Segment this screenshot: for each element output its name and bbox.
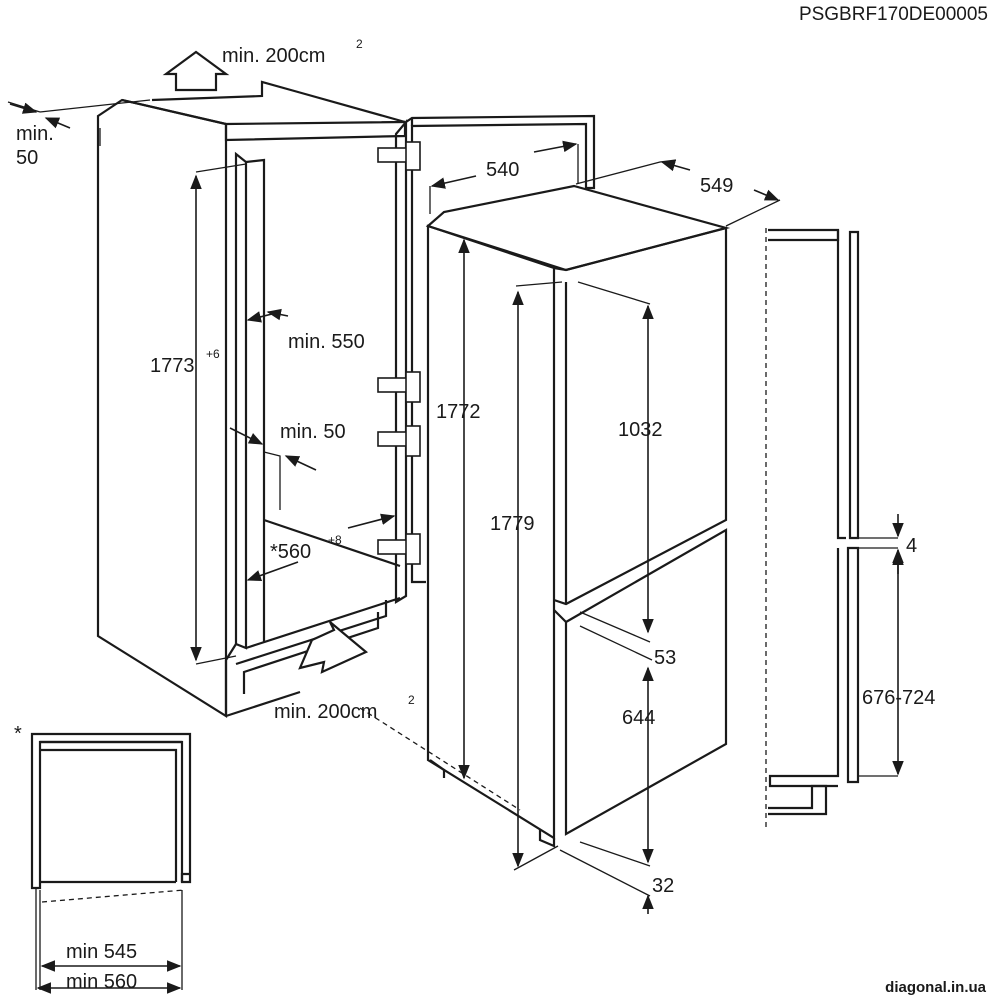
- hinges: [377, 141, 421, 565]
- cabinet-front-right-edge: [394, 118, 408, 604]
- label-depth: 549: [700, 175, 733, 197]
- cabinet-plinth-top: [235, 600, 388, 666]
- cabinet-inner-left-wall: [234, 151, 248, 650]
- label-gap-doors: 53: [654, 647, 676, 669]
- vent-top-arrow-icon: [162, 50, 230, 92]
- label-niche-gap: min. 50: [280, 421, 346, 443]
- label-vent-bottom: min. 200cm: [274, 701, 377, 723]
- label-vent-bottom-sup: 2: [408, 693, 415, 707]
- hinge-middle-lower: [377, 425, 421, 457]
- label-panel-gap: 4: [906, 535, 917, 557]
- label-gap-back-a: min.: [16, 123, 54, 145]
- watermark: diagonal.in.ua: [885, 979, 986, 996]
- label-gap-back-b: 50: [16, 147, 38, 169]
- label-width: 540: [486, 159, 519, 181]
- cabinet-top-panel: [121, 80, 406, 126]
- cabinet-inner-floor-front: [245, 596, 401, 650]
- cabinet-side-panel: [96, 98, 228, 718]
- label-vent-top: min. 200cm: [222, 45, 325, 67]
- label-fridge-door: 1032: [618, 419, 663, 441]
- labels: min. 200cm 2 min. 50 1773 +6 min. 550 mi…: [14, 37, 935, 993]
- label-vent-top-sup: 2: [356, 37, 363, 51]
- document-code: PSGBRF170DE00005: [799, 4, 988, 25]
- label-base-gap: 32: [652, 875, 674, 897]
- label-height-total: 1779: [490, 513, 535, 535]
- label-freezer-door: 644: [622, 707, 655, 729]
- fridge-door: [553, 226, 728, 606]
- appliance: [425, 184, 731, 848]
- cabinet-base-edge: [225, 690, 301, 718]
- appliance-top-face: [425, 184, 731, 272]
- dimension-lines: [9, 102, 904, 994]
- freezer-door: [564, 528, 728, 836]
- label-niche-width: *560: [270, 541, 311, 563]
- label-asterisk: *: [14, 723, 22, 745]
- label-height-body: 1772: [436, 401, 481, 423]
- label-niche-width-sup: +8: [328, 533, 342, 547]
- inset-top-view: [30, 732, 192, 990]
- label-niche-height-sup: +6: [206, 347, 220, 361]
- cabinet-inner-back-edge: [245, 158, 266, 642]
- label-min-560: min 560: [66, 971, 137, 993]
- hinge-top: [377, 141, 421, 171]
- vent-bottom-arrow-icon: [298, 621, 369, 674]
- label-min-545: min 545: [66, 941, 137, 963]
- cabinet-inner-floor-back: [263, 518, 401, 568]
- label-niche-depth: min. 550: [288, 331, 365, 353]
- label-panel-height: 676-724: [862, 687, 935, 709]
- label-niche-height: 1773: [150, 355, 195, 377]
- hinge-bottom: [377, 533, 421, 565]
- hinge-middle-upper: [377, 371, 421, 403]
- guide-dashed-line: [359, 707, 521, 811]
- cabinet-plinth-left: [224, 643, 237, 716]
- door-panel-detail: [768, 228, 898, 816]
